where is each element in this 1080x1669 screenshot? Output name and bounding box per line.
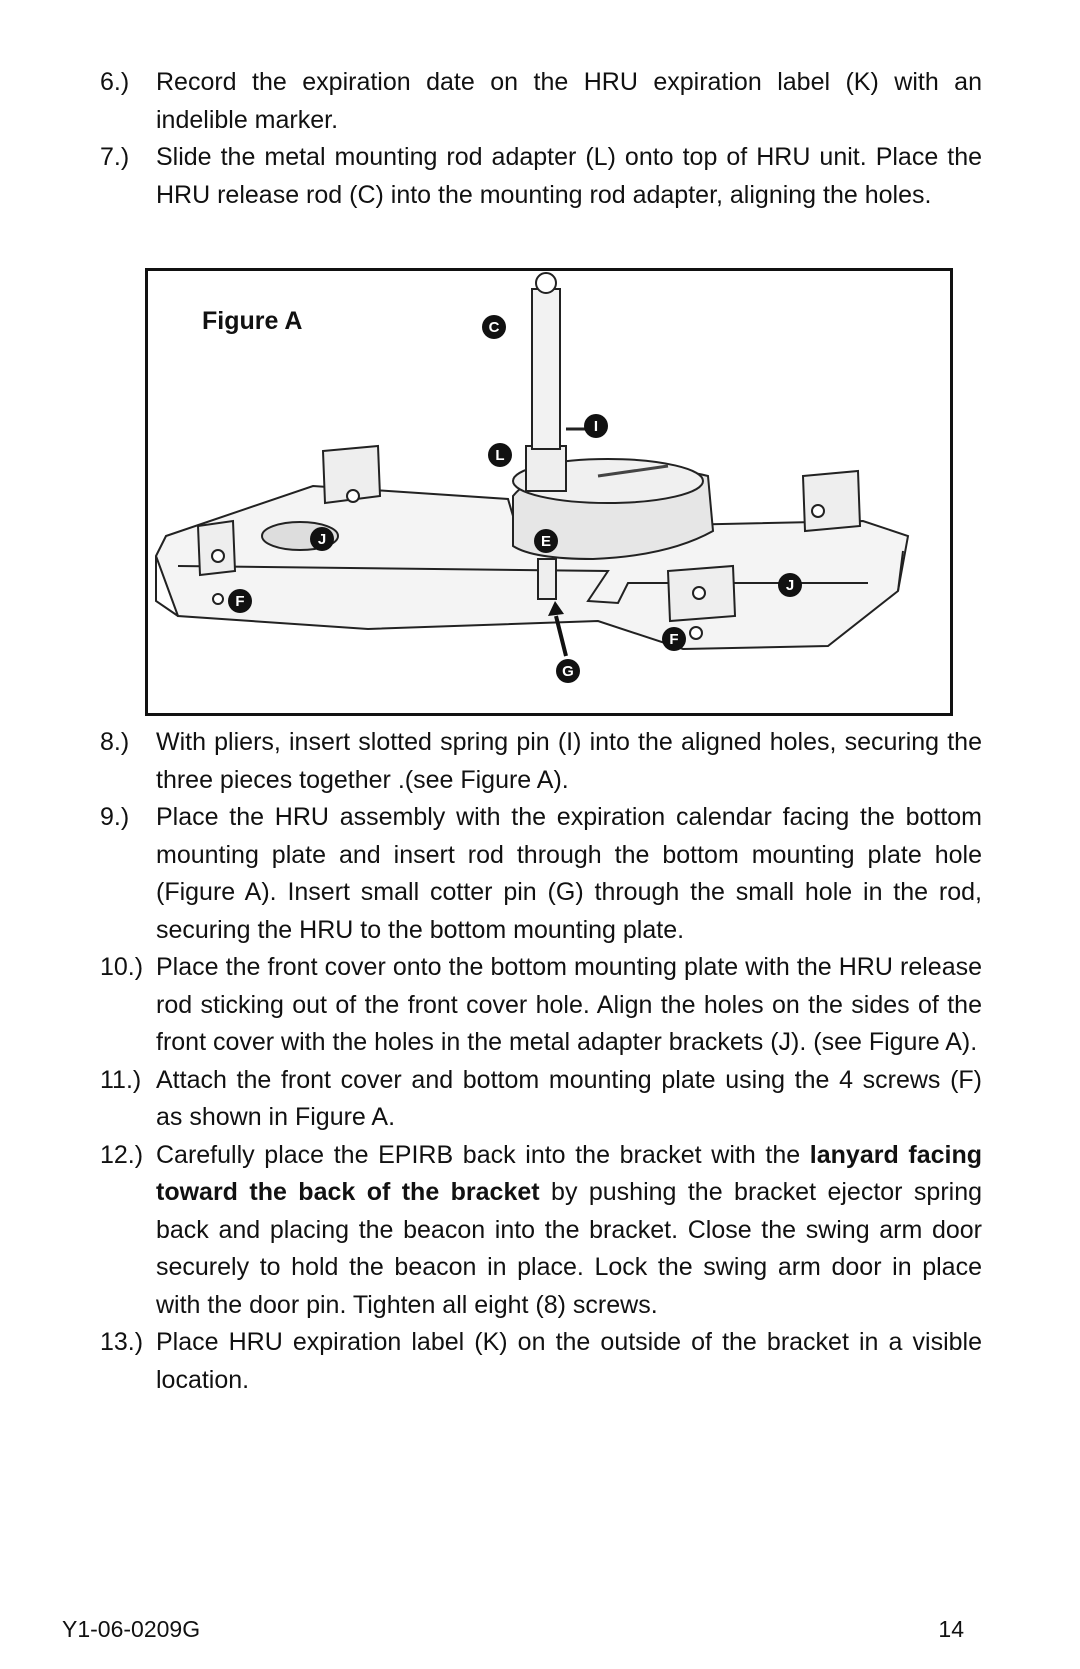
step-7: 7.) Slide the metal mounting rod adapter… (100, 139, 982, 214)
callout-g: G (556, 659, 580, 683)
callout-label: E (541, 533, 551, 550)
callout-label: J (786, 577, 794, 594)
steps-list-bottom: 8.) With pliers, insert slotted spring p… (100, 724, 982, 1399)
step-number: 12.) (100, 1140, 144, 1169)
step-13: 13.) Place HRU expiration label (K) on t… (100, 1324, 982, 1399)
step-number: 7.) (100, 143, 130, 171)
step-9: 9.) Place the HRU assembly with the expi… (100, 799, 982, 949)
step-number: 6.) (100, 68, 130, 96)
adapter-bracket-left (321, 444, 382, 505)
callout-label: J (318, 531, 326, 548)
step-number: 10.) (100, 953, 144, 981)
callout-l: L (488, 443, 512, 467)
step-number: 9.) (100, 803, 130, 831)
step-number: 13.) (100, 1328, 144, 1356)
step-number: 8.) (100, 728, 130, 756)
callout-label: C (489, 319, 500, 336)
step-text-emphasis: lanyard facing toward the back of the br… (156, 1140, 982, 1207)
callout-label: F (669, 631, 678, 648)
step-text-part: by pushing the bracket ejector spring ba… (156, 1178, 983, 1319)
callout-j-right: J (778, 573, 802, 597)
callout-label: I (594, 418, 598, 435)
callout-label: G (562, 663, 574, 680)
figure-title: Figure A (202, 307, 303, 335)
mounting-rod-adapter (525, 445, 567, 492)
callout-c: C (482, 315, 506, 339)
step-text: Carefully place the EPIRB back into the … (156, 1137, 982, 1325)
steps-list-top: 6.) Record the expiration date on the HR… (100, 64, 982, 214)
step-6: 6.) Record the expiration date on the HR… (100, 64, 982, 139)
callout-i: I (584, 414, 608, 438)
step-10: 10.) Place the front cover onto the bott… (100, 949, 982, 1062)
step-text-part: Carefully place the EPIRB back into the … (156, 1140, 810, 1169)
callout-label: L (495, 447, 504, 464)
step-text: With pliers, insert slotted spring pin (… (156, 728, 982, 794)
callout-e: E (534, 529, 558, 553)
step-text: Slide the metal mounting rod adapter (L)… (156, 143, 982, 209)
figure-callouts: C I L E J J F F (228, 315, 802, 683)
figure-a: Figure A C I L E J J F (145, 268, 953, 716)
callout-f-right: F (662, 627, 686, 651)
step-text: Place the HRU assembly with the expirati… (156, 803, 982, 944)
step-text: Record the expiration date on the HRU ex… (156, 68, 982, 134)
page-number: 14 (938, 1616, 964, 1642)
step-text: Place the front cover onto the bottom mo… (156, 953, 982, 1056)
document-id: Y1-06-0209G (62, 1616, 201, 1642)
step-8: 8.) With pliers, insert slotted spring p… (100, 724, 982, 799)
callout-f-left: F (228, 589, 252, 613)
step-text: Attach the front cover and bottom mounti… (156, 1065, 982, 1132)
step-text: Place HRU expiration label (K) on the ou… (156, 1328, 982, 1394)
callout-j-left: J (310, 527, 334, 551)
step-number: 11.) (100, 1065, 142, 1094)
step-11: 11.) Attach the front cover and bottom m… (100, 1062, 982, 1137)
step-12: 12.) Carefully place the EPIRB back into… (100, 1137, 982, 1325)
callout-label: F (235, 593, 244, 610)
